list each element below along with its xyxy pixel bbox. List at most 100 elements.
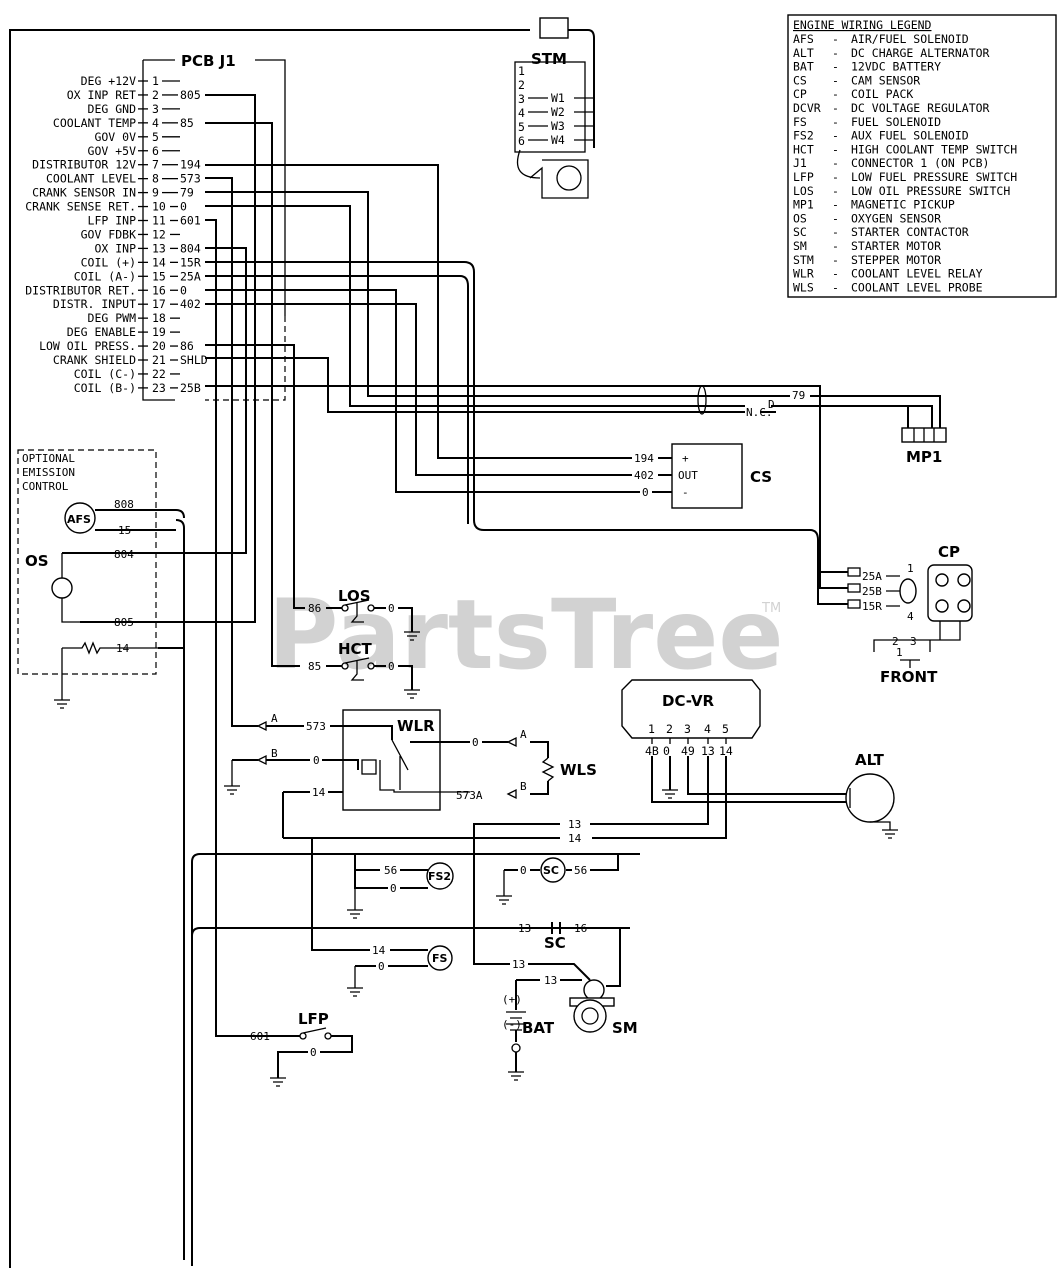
sm-title: SM <box>612 1019 638 1037</box>
legend-dash: - <box>832 156 839 170</box>
fs-wire-0: 0 <box>378 960 385 973</box>
wlr-a: A <box>271 712 278 725</box>
stm-pin: 3 <box>518 92 525 106</box>
bus-wire-14: 14 <box>568 832 582 845</box>
legend-abbr: MP1 <box>793 198 814 212</box>
j1-pin-label: OX INP RET <box>67 88 136 102</box>
cs-plus: + <box>682 452 689 465</box>
stm-pin: 6 <box>518 134 525 148</box>
cp-n3: 3 <box>910 635 917 648</box>
fuel-solenoid: 14 0 FS <box>347 944 453 997</box>
j1-pin-number: 19 <box>152 325 166 339</box>
wlr-b: B <box>271 747 278 760</box>
cp-front: FRONT <box>880 668 938 686</box>
aux-fuel-solenoid: 56 0 FS2 <box>347 854 454 919</box>
legend-abbr: J1 <box>793 156 807 170</box>
legend-dash: - <box>832 73 839 87</box>
j1-pin-label: LFP INP <box>88 214 137 228</box>
j1-pin-wire: 15R <box>180 255 201 269</box>
j1-pin-label: GOV FDBK <box>81 227 136 241</box>
legend-desc: COIL PACK <box>851 87 913 101</box>
cp-n4: 4 <box>907 610 914 623</box>
los-wire-86: 86 <box>308 602 321 615</box>
dcvr-pin-wire: 49 <box>681 744 695 758</box>
j1-pin-label: DEG PWM <box>88 311 137 325</box>
j1-pin-label: DISTRIBUTOR RET. <box>25 283 136 297</box>
mp1-nc: N.C. <box>746 406 773 419</box>
j1-pin-number: 7 <box>152 158 159 172</box>
legend-abbr: CS <box>793 73 807 87</box>
legend-dash: - <box>832 239 839 253</box>
hct-title: HCT <box>338 640 373 658</box>
legend-desc: DC CHARGE ALTERNATOR <box>851 46 990 60</box>
starter-contactor-coil: 0 SC 56 <box>496 854 619 905</box>
stm-winding: W4 <box>551 133 565 147</box>
dcvr-pin-number: 5 <box>722 722 729 736</box>
legend-dash: - <box>832 211 839 225</box>
legend-desc: COOLANT LEVEL RELAY <box>851 267 983 281</box>
j1-pin-number: 9 <box>152 186 159 200</box>
stm-pin: 1 <box>518 64 525 78</box>
j1-pin-label: OX INP <box>94 241 136 255</box>
engine-wiring-legend: ENGINE WIRING LEGEND AFS-AIR/FUEL SOLENO… <box>787 14 1057 298</box>
dcvr-pin-wire: 0 <box>663 744 670 758</box>
sm-wire-13b: 13 <box>544 974 557 987</box>
legend-dash: - <box>832 225 839 239</box>
stm-title: STM <box>531 50 567 68</box>
legend-desc: OXYGEN SENSOR <box>851 211 941 225</box>
wlr-a2: A <box>520 728 527 741</box>
sc-wire-0: 0 <box>520 864 527 877</box>
cp-wire-15r: 15R <box>862 600 882 613</box>
wire-0-cs: 0 <box>642 486 649 499</box>
wire-15: 15 <box>118 524 131 537</box>
legend-desc: LOW FUEL PRESSURE SWITCH <box>851 170 1017 184</box>
legend-dash: - <box>832 101 839 115</box>
fs2-wire-56: 56 <box>384 864 397 877</box>
j1-pin-wire: 0 <box>180 200 187 214</box>
bat-title: BAT <box>522 1019 555 1037</box>
j1-pin-label: GOV 0V <box>94 130 136 144</box>
wlr-wire-14: 14 <box>312 786 326 799</box>
wire-79: 79 <box>792 389 805 402</box>
j1-pin-number: 15 <box>152 269 166 283</box>
j1-wire-runs <box>80 94 941 1037</box>
cp-title: CP <box>938 543 960 561</box>
j1-pin-label: CRANK SENSOR IN <box>32 186 136 200</box>
j1-pin-number: 3 <box>152 102 159 116</box>
legend-desc: AUX FUEL SOLENOID <box>851 129 969 143</box>
legend-dash: - <box>832 46 839 60</box>
legend-dash: - <box>832 32 839 46</box>
legend-desc: FUEL SOLENOID <box>851 115 941 129</box>
j1-pin-number: 18 <box>152 311 166 325</box>
main-harness <box>9 29 640 1268</box>
j1-pin-number: 23 <box>152 381 166 395</box>
j1-pin-wire: 79 <box>180 186 194 200</box>
dcvr-title: DC-VR <box>662 692 715 710</box>
wire-14: 14 <box>116 642 130 655</box>
high-coolant-temp-switch: HCT 85 0 <box>308 640 420 699</box>
j1-pin-label: COIL (B-) <box>74 381 136 395</box>
wlr-b2: B <box>520 780 527 793</box>
legend-abbr: HCT <box>793 142 814 156</box>
cs-title: CS <box>750 468 772 486</box>
wlr-wire-573a: 573A <box>456 789 483 802</box>
legend-desc: 12VDC BATTERY <box>851 60 941 74</box>
j1-pin-label: COIL (A-) <box>74 269 136 283</box>
wlr-wire-0a: 0 <box>313 754 320 767</box>
legend-dash: - <box>832 253 839 267</box>
legend-desc: CAM SENSOR <box>851 73 920 87</box>
dcvr-pin-number: 3 <box>684 722 691 736</box>
j1-pin-number: 11 <box>152 214 166 228</box>
legend-desc: STARTER MOTOR <box>851 239 941 253</box>
bus-wire-13: 13 <box>568 818 581 831</box>
j1-pin-wire: 194 <box>180 158 201 172</box>
sc-wire-16: 16 <box>574 922 587 935</box>
legend-desc: MAGNETIC PICKUP <box>851 198 955 212</box>
legend-abbr: LFP <box>793 170 814 184</box>
emission-label-3: CONTROL <box>22 480 69 493</box>
legend-abbr: FS2 <box>793 129 814 143</box>
cp-n1: 1 <box>907 562 914 575</box>
legend-dash: - <box>832 142 839 156</box>
